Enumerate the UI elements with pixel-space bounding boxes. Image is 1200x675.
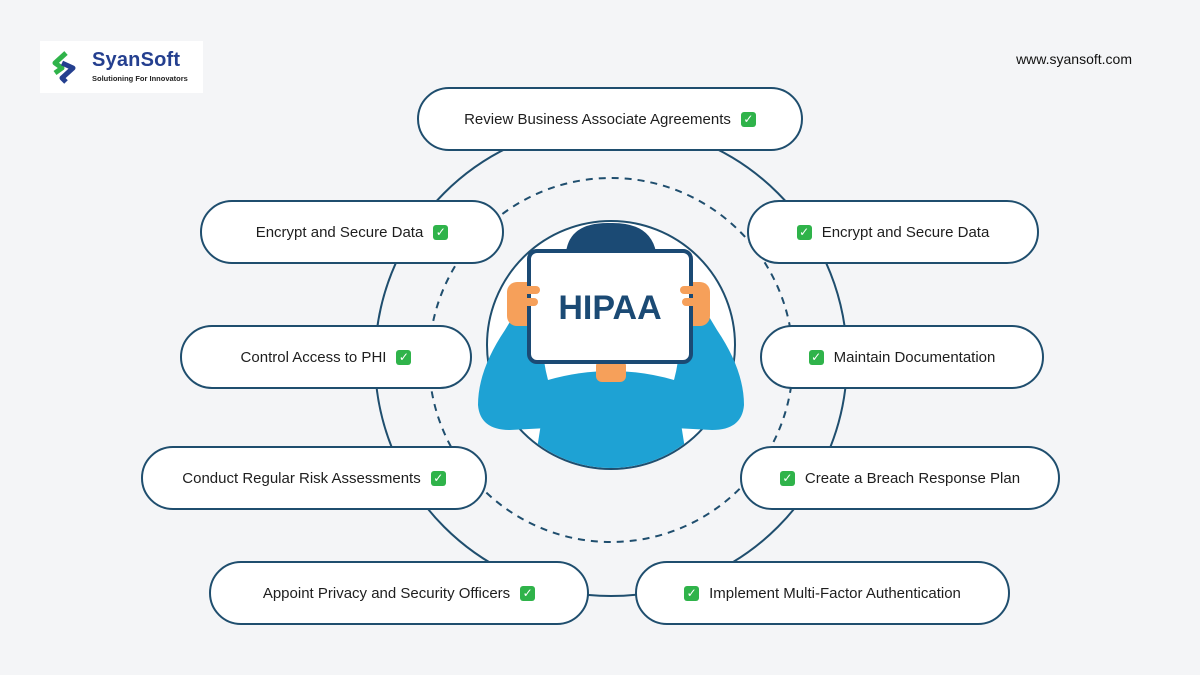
checklist-item-right-3: ✓ Create a Breach Response Plan: [740, 446, 1060, 510]
checklist-item-label: Create a Breach Response Plan: [804, 469, 1021, 487]
checklist-item-label: Encrypt and Secure Data: [255, 223, 424, 241]
checklist-item-left-2: Control Access to PHI ✓: [180, 325, 472, 389]
checklist-item-label: Maintain Documentation: [833, 348, 996, 366]
left-fingers: [522, 286, 540, 294]
right-fingers: [680, 286, 698, 294]
brand-tagline: Solutioning For Innovators: [92, 74, 188, 83]
checklist-item-label: Encrypt and Secure Data: [821, 223, 990, 241]
checklist-item-right-1: ✓ Encrypt and Secure Data: [747, 200, 1039, 264]
check-icon: ✓: [684, 585, 700, 601]
check-icon: ✓: [796, 224, 812, 240]
check-icon: ✓: [740, 111, 756, 127]
checklist-item-label: Review Business Associate Agreements: [464, 110, 731, 128]
left-fingers-2: [522, 298, 538, 306]
checklist-item-right-2: ✓ Maintain Documentation: [760, 325, 1044, 389]
check-icon: ✓: [808, 349, 824, 365]
checklist-item-label: Implement Multi-Factor Authentication: [709, 584, 961, 602]
check-icon: ✓: [396, 349, 412, 365]
checklist-item-label: Appoint Privacy and Security Officers: [262, 584, 511, 602]
hipaa-sign-text: HIPAA: [558, 289, 661, 327]
brand-logo: SyanSoft Solutioning For Innovators: [40, 41, 203, 93]
checklist-item-label: Control Access to PHI: [240, 348, 387, 366]
checklist-item-right-4: ✓ Implement Multi-Factor Authentication: [635, 561, 1010, 625]
hair: [566, 222, 656, 252]
checklist-item-label: Conduct Regular Risk Assessments: [182, 469, 421, 487]
checklist-item-left-3: Conduct Regular Risk Assessments ✓: [141, 446, 487, 510]
shirt: [532, 371, 690, 468]
check-icon: ✓: [430, 470, 446, 486]
neck: [596, 360, 626, 382]
hipaa-sign: [527, 249, 693, 364]
checklist-item-top: Review Business Associate Agreements ✓: [417, 87, 803, 151]
check-icon: ✓: [520, 585, 536, 601]
website-url: www.syansoft.com: [1016, 51, 1132, 67]
check-icon: ✓: [779, 470, 795, 486]
checklist-item-left-4: Appoint Privacy and Security Officers ✓: [209, 561, 589, 625]
brand-name: SyanSoft: [92, 49, 181, 71]
syansoft-logo-icon: [52, 51, 76, 84]
check-icon: ✓: [433, 224, 449, 240]
right-fingers-2: [682, 298, 698, 306]
checklist-item-left-1: Encrypt and Secure Data ✓: [200, 200, 504, 264]
